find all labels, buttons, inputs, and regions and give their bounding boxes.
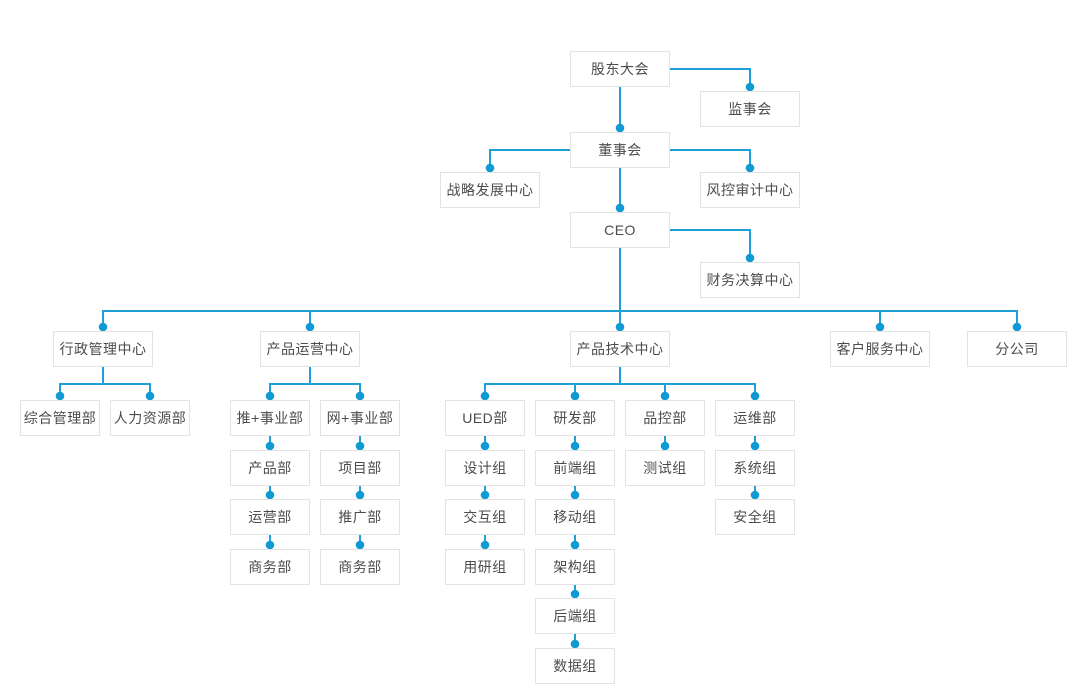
connector-dot [570, 589, 580, 599]
org-node-swb2: 商务部 [320, 549, 400, 585]
org-node-yyb: 运营部 [230, 499, 310, 535]
org-node-khfw: 客户服务中心 [830, 331, 930, 367]
connector-dot [875, 322, 885, 332]
connector-dot [480, 490, 490, 500]
org-node-xmb: 项目部 [320, 450, 400, 486]
connector-dot [570, 441, 580, 451]
org-node-sjz: 设计组 [445, 450, 525, 486]
org-node-uedb: UED部 [445, 400, 525, 436]
connector-dot [480, 441, 490, 451]
org-node-zlfz: 战略发展中心 [440, 172, 540, 208]
connector-dot [265, 441, 275, 451]
connector-dot [750, 441, 760, 451]
connector-dot [745, 82, 755, 92]
org-node-rlzyb: 人力资源部 [110, 400, 190, 436]
connector-dot [570, 540, 580, 550]
connector-dot [265, 540, 275, 550]
connector-dot [55, 391, 65, 401]
org-node-swb1: 商务部 [230, 549, 310, 585]
connector-dot [485, 163, 495, 173]
connector-dot [355, 490, 365, 500]
org-node-pkb: 品控部 [625, 400, 705, 436]
connector-dot [660, 391, 670, 401]
org-node-ydz: 移动组 [535, 499, 615, 535]
org-node-dsh: 董事会 [570, 132, 670, 168]
org-node-cwjs: 财务决算中心 [700, 262, 800, 298]
org-node-yfb: 研发部 [535, 400, 615, 436]
connector-dot [98, 322, 108, 332]
org-node-fgs: 分公司 [967, 331, 1067, 367]
org-node-zhglb: 综合管理部 [20, 400, 100, 436]
connector-dot [615, 203, 625, 213]
connector-dot [615, 123, 625, 133]
org-node-tgb: 推广部 [320, 499, 400, 535]
org-node-tsyb: 推+事业部 [230, 400, 310, 436]
connector-dot [750, 490, 760, 500]
org-node-yyz: 用研组 [445, 549, 525, 585]
connector-dot [660, 441, 670, 451]
connector-dot [1012, 322, 1022, 332]
org-node-wsyb: 网+事业部 [320, 400, 400, 436]
connector-dot [355, 540, 365, 550]
org-node-jgz: 架构组 [535, 549, 615, 585]
connector-dot [265, 391, 275, 401]
org-node-jhz: 交互组 [445, 499, 525, 535]
connector-dot [305, 322, 315, 332]
org-node-cpyy: 产品运营中心 [260, 331, 360, 367]
connector-dot [265, 490, 275, 500]
org-node-cpb: 产品部 [230, 450, 310, 486]
connector-dot [745, 163, 755, 173]
org-node-sjuz: 数据组 [535, 648, 615, 684]
org-node-jsh: 监事会 [700, 91, 800, 127]
org-node-fksj: 风控审计中心 [700, 172, 800, 208]
connector-dot [615, 322, 625, 332]
connector-dot [480, 391, 490, 401]
org-node-xtz: 系统组 [715, 450, 795, 486]
connector-dot [750, 391, 760, 401]
connector-dot [570, 490, 580, 500]
org-node-ceo: CEO [570, 212, 670, 248]
connector-dot [145, 391, 155, 401]
connector-dot [570, 391, 580, 401]
org-node-aqz: 安全组 [715, 499, 795, 535]
org-node-ywb: 运维部 [715, 400, 795, 436]
org-node-cpjs: 产品技术中心 [570, 331, 670, 367]
org-node-qdz: 前端组 [535, 450, 615, 486]
org-node-gddh: 股东大会 [570, 51, 670, 87]
org-node-xzgl: 行政管理中心 [53, 331, 153, 367]
connector-dot [745, 253, 755, 263]
connector-dot [355, 391, 365, 401]
connector-dot [570, 639, 580, 649]
org-node-hdz: 后端组 [535, 598, 615, 634]
org-node-csz: 测试组 [625, 450, 705, 486]
connector-dot [480, 540, 490, 550]
connector-dot [355, 441, 365, 451]
